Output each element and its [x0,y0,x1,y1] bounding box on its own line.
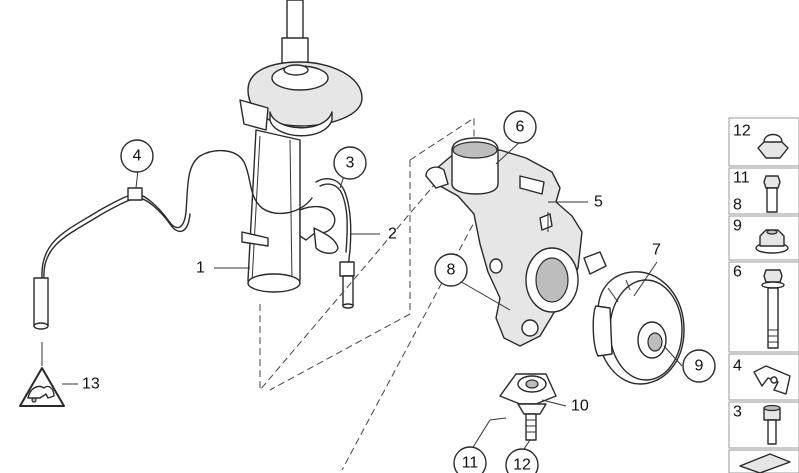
label-7: 7 [652,242,661,259]
panel-item-4: 4 [728,353,799,401]
panel-item-3: 3 [728,401,799,449]
sensor-cable [33,149,313,330]
flange-nut-icon [755,229,789,254]
panel-item-6: 6 [728,261,799,353]
panel-item-tag [728,449,799,473]
long-hex-bolt-icon [761,269,785,349]
panel-label-8: 8 [733,197,742,214]
panel-label-11: 11 [733,170,750,187]
panel-label-6: 6 [733,264,742,281]
panel-item-9: 9 [728,215,799,261]
panel-item-11-8: 11 8 [728,167,799,215]
clip-icon [753,365,791,395]
strut-assembly [239,0,363,293]
speed-sensor [315,178,355,309]
callout-8: 8 [434,253,468,287]
callout-12: 12 [505,448,539,473]
callout-9-text: 9 [695,358,704,375]
steering-knuckle [425,137,607,347]
hex-cap-nut-icon [757,133,789,159]
callout-9: 9 [682,349,716,383]
label-10: 10 [571,398,589,415]
callout-11: 11 [453,446,487,473]
label-tag-icon [739,453,791,473]
panel-label-3: 3 [733,404,742,421]
callout-6: 6 [503,110,537,144]
callout-3: 3 [333,146,367,180]
callout-6-text: 6 [516,119,525,136]
label-5: 5 [594,194,603,211]
wheel-hub [592,271,685,385]
panel-label-9: 9 [733,218,742,235]
warning-triangle-icon [19,367,65,407]
label-1: 1 [196,260,205,277]
hex-bolt-short-icon [763,175,781,213]
callout-11-text: 11 [462,455,479,472]
callout-4: 4 [120,139,154,173]
callout-3-text: 3 [346,155,355,172]
panel-item-12: 12 [728,117,799,167]
label-2: 2 [388,226,397,243]
ball-joint [499,373,557,441]
callout-4-text: 4 [133,148,142,165]
label-13: 13 [82,376,100,393]
socket-head-screw-icon [763,404,781,445]
callout-12-text: 12 [513,457,531,473]
fastener-panel: 12 11 8 9 [728,117,799,473]
callout-8-text: 8 [447,262,456,279]
panel-label-12: 12 [733,123,751,140]
panel-label-4: 4 [733,358,742,375]
